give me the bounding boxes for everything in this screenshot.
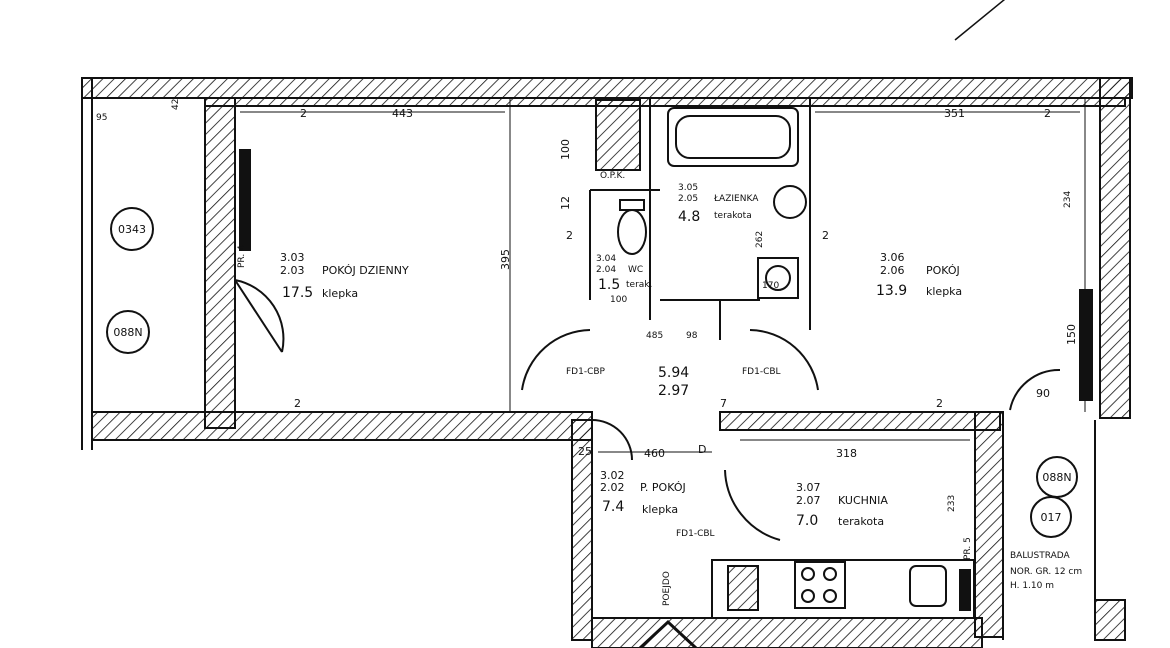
dim-100b: 100 (610, 295, 628, 305)
bath-floor: terakota (714, 211, 752, 221)
room-floor: klepka (926, 285, 963, 298)
hall-num2: 2.02 (600, 481, 625, 494)
wc-name: WC (628, 265, 644, 275)
wall-kitchen-right (974, 411, 1004, 638)
door-label-fd1-cbl-kitchen: FD1-CBL (676, 529, 715, 539)
dim-485: 485 (646, 331, 664, 341)
room-area: 13.9 (876, 283, 908, 299)
door-arc-living (234, 279, 285, 353)
kitchen-counter (711, 559, 975, 619)
living-name: POKÓJ DZIENNY (322, 264, 409, 277)
hall-area: 7.4 (602, 499, 625, 515)
stove (794, 561, 846, 609)
window-mark-3: 2 (294, 397, 301, 410)
kitchen-name: KUCHNIA (838, 494, 888, 507)
center-bottom: 2.97 (658, 383, 690, 399)
ventilation-shaft (595, 99, 641, 171)
dim-95: 95 (96, 113, 108, 123)
living-num2: 2.03 (280, 264, 305, 277)
dim-42: 42 (171, 98, 181, 110)
wall-loggia-divider (204, 97, 236, 429)
dim-460: 460 (644, 447, 665, 460)
door-arc-hall (521, 329, 591, 391)
tag-circle-088n-right: 088N (1036, 456, 1078, 498)
hall-num1: 3.02 (600, 469, 625, 482)
door-arc-entrance (591, 419, 633, 461)
wall-bottom (591, 617, 983, 648)
dim-100: 100 (559, 139, 572, 160)
balustrade-label: BALUSTRADA (1010, 551, 1070, 561)
door-arc-balcony (1009, 368, 1061, 411)
living-num1: 3.03 (280, 251, 305, 264)
dim-262: 262 (755, 230, 765, 248)
window-mark-6: 2 (566, 229, 573, 242)
living-area: 17.5 (282, 285, 314, 301)
room-name: POKÓJ (926, 264, 960, 277)
dim-351: 351 (944, 107, 965, 120)
window-mark-2: 2 (1044, 107, 1051, 120)
wc-floor: terak. (626, 280, 653, 290)
living-floor: klepka (322, 287, 359, 300)
wall-right (1099, 77, 1131, 419)
toilet (617, 209, 647, 255)
pr4-label: PR. 4 (237, 245, 247, 268)
window-mark-4: 2 (936, 397, 943, 410)
shaft-label: O.P.K. (600, 171, 626, 181)
washbasin (773, 185, 807, 219)
room-num1: 3.06 (880, 251, 905, 264)
room-num2: 2.06 (880, 264, 905, 277)
kitchen-area: 7.0 (796, 513, 819, 529)
wall-kitchen-top (719, 411, 1001, 431)
dim-150: 150 (1065, 324, 1078, 345)
wc-num1: 3.04 (596, 254, 617, 264)
wall-hall-left (571, 419, 593, 641)
mark-7: 7 (720, 397, 727, 410)
door-label-fd1-cbl-room: FD1-CBL (742, 367, 781, 377)
dim-25: 25 (578, 445, 592, 458)
bathtub (667, 107, 799, 167)
balustrade-h: H. 1.10 m (1010, 581, 1054, 591)
washing-machine (757, 257, 799, 299)
wall-top (81, 77, 1133, 99)
tag-circle-088n-left: 088N (106, 310, 150, 354)
wall-mid-left (91, 411, 593, 441)
kitchen-num2: 2.07 (796, 494, 821, 507)
door-arc-kitchen (724, 469, 781, 541)
dim-395: 395 (499, 249, 512, 270)
dim-233: 233 (947, 494, 957, 512)
door-label-d: D (698, 443, 707, 456)
wall-top-inner (204, 97, 1126, 107)
bath-area: 4.8 (678, 209, 701, 225)
door-arc-room (749, 329, 819, 391)
tag-circle-017: 017 (1030, 496, 1072, 538)
dim-234: 234 (1063, 190, 1073, 208)
dim-90: 90 (1036, 387, 1050, 400)
hall-name: P. POKÓJ (640, 481, 686, 494)
window-mark-1: 2 (300, 107, 307, 120)
dim-443: 443 (392, 107, 413, 120)
pr5-label: PR. 5 (963, 537, 973, 560)
door-label-fd1-cbp: FD1-CBP (566, 367, 605, 377)
kitchen-num1: 3.07 (796, 481, 821, 494)
hall-floor: klepka (642, 503, 679, 516)
dim-12: 12 (559, 196, 572, 210)
door-label-entrance: POEJDO (662, 571, 672, 606)
wc-area: 1.5 (598, 277, 621, 293)
tag-circle-0343: 0343 (110, 207, 154, 251)
dim-170: 170 (762, 281, 780, 291)
dim-318: 318 (836, 447, 857, 460)
kitchen-floor: terakota (838, 515, 885, 528)
sink (909, 565, 947, 607)
wc-num2: 2.04 (596, 265, 617, 275)
bath-name: ŁAZIENKA (714, 194, 759, 204)
window-mark-5: 2 (822, 229, 829, 242)
balustrade-height: NOR. GR. 12 cm (1010, 567, 1083, 577)
bath-num1: 3.05 (678, 183, 699, 193)
center-top: 5.94 (658, 365, 690, 381)
bath-num2: 2.05 (678, 194, 699, 204)
dim-98: 98 (686, 331, 698, 341)
